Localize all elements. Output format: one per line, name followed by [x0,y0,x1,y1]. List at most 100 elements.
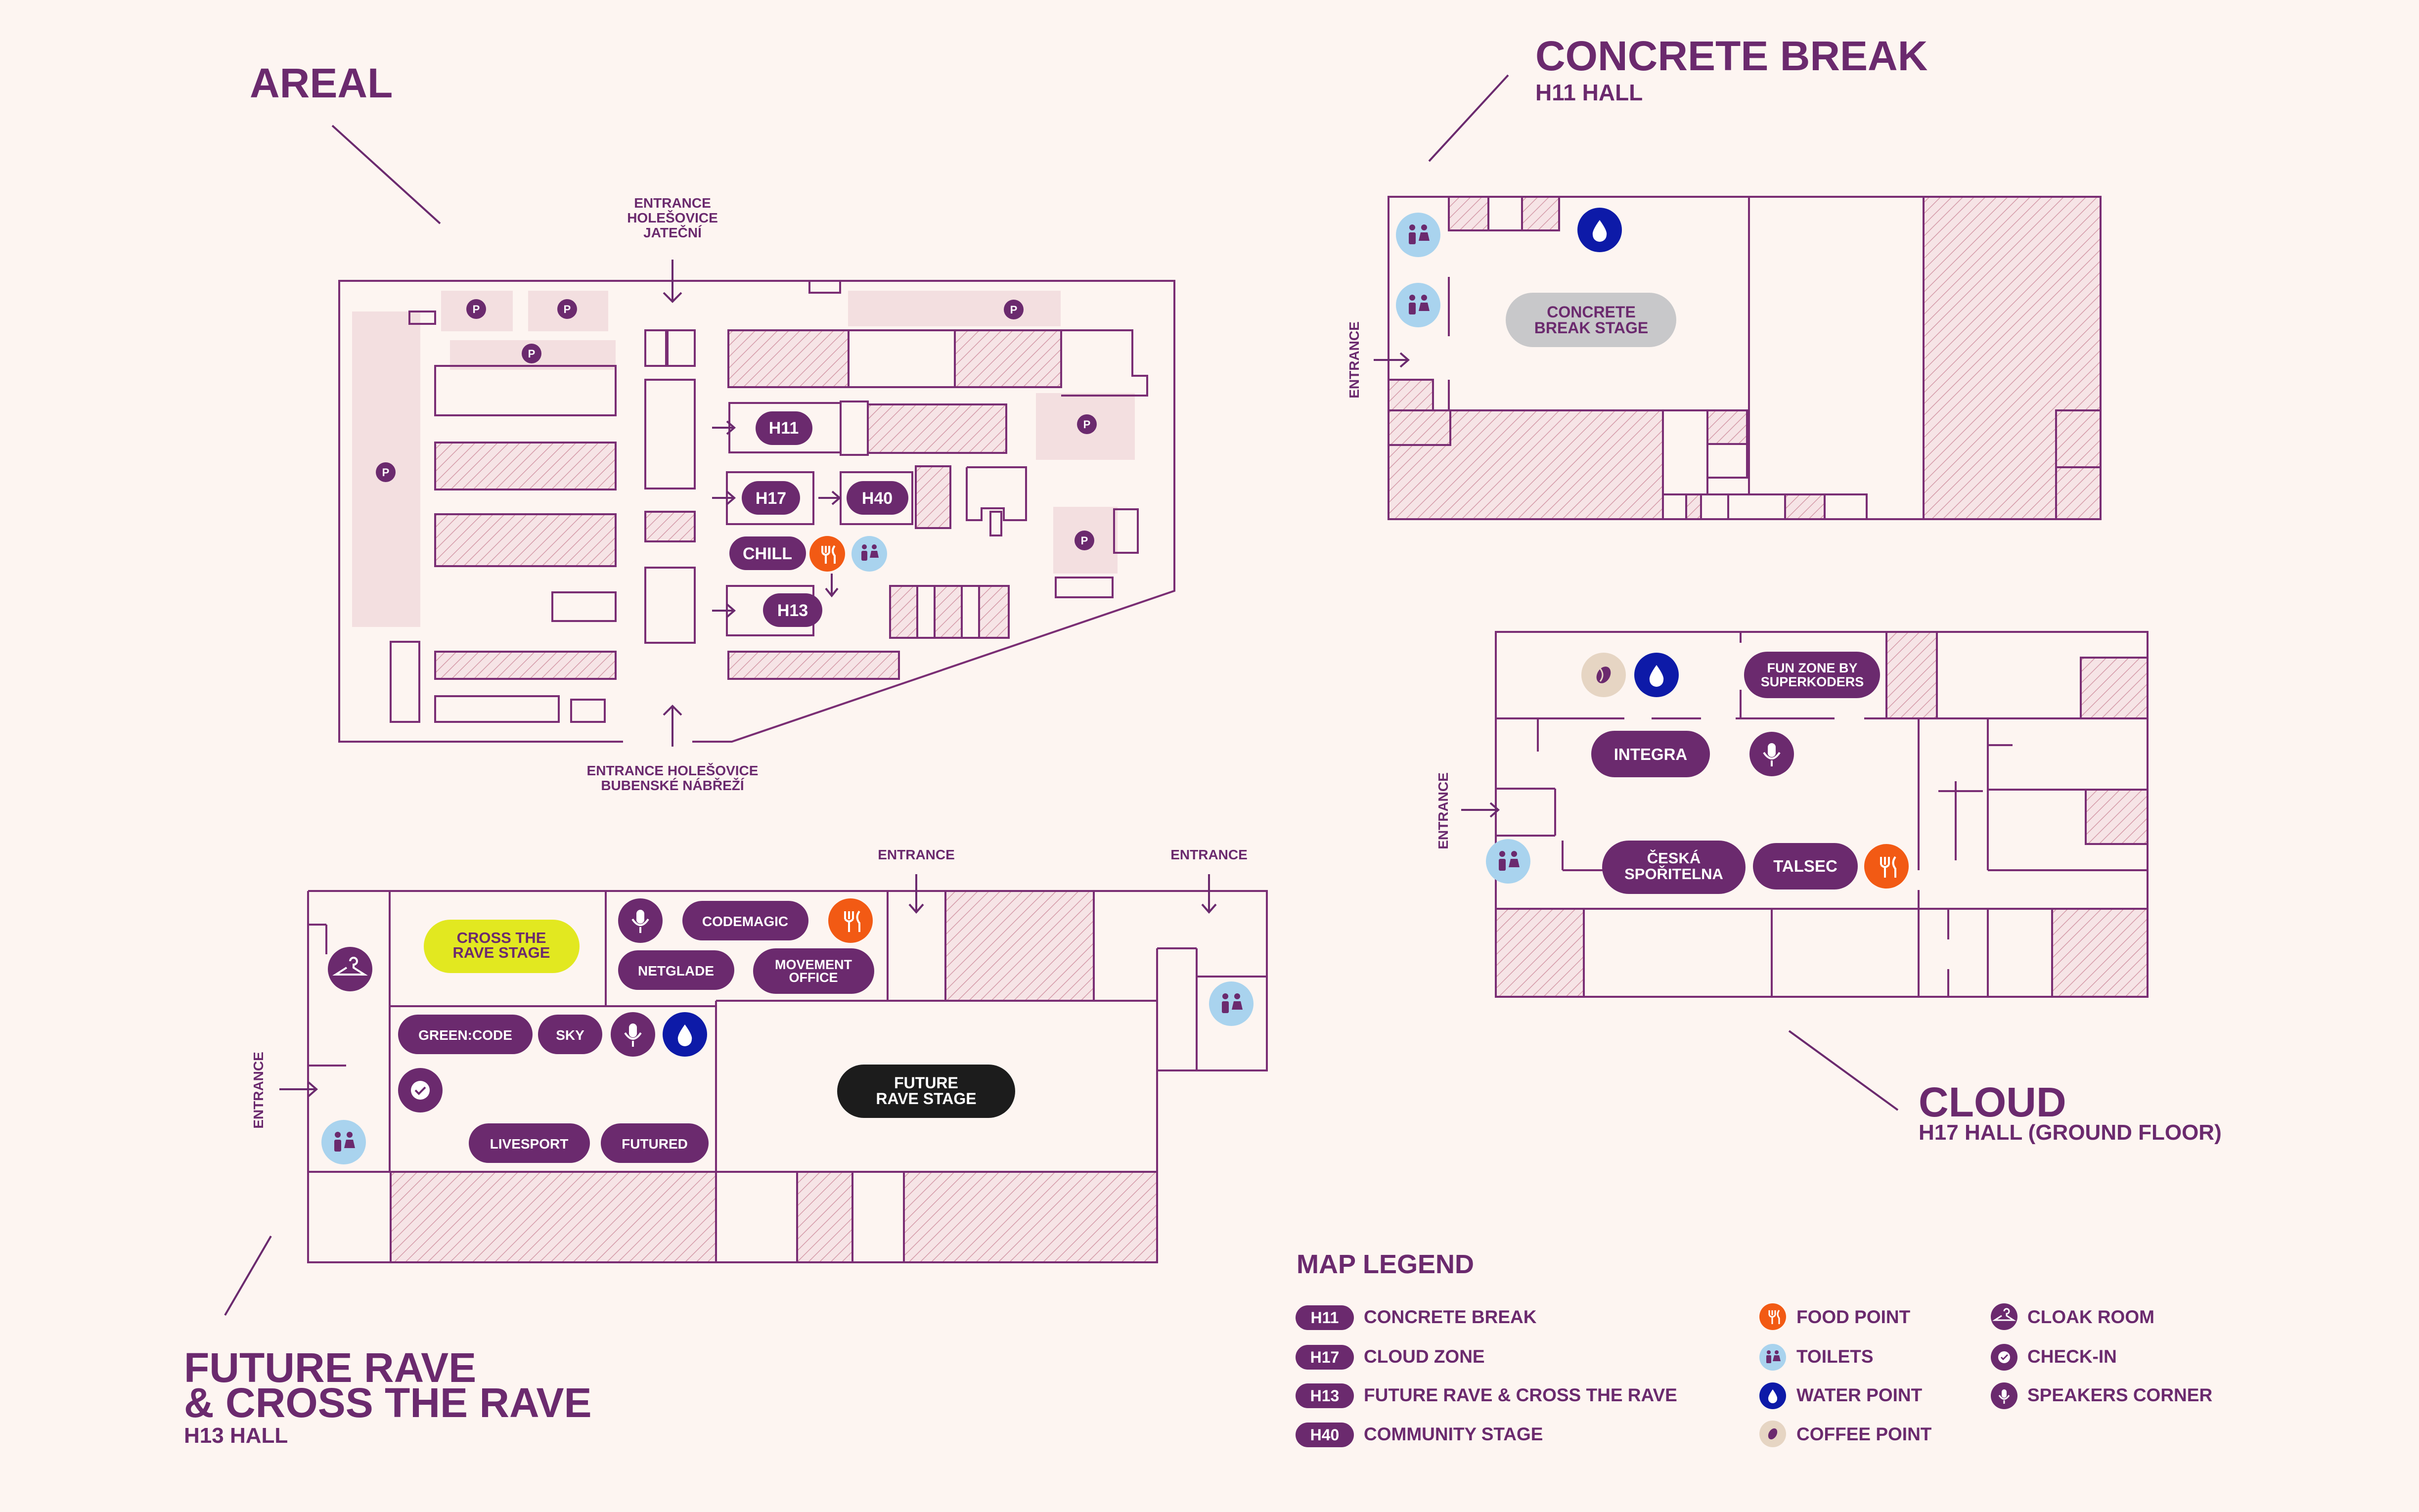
greencode-booth[interactable]: GREEN:CODE [398,1015,533,1054]
arrow-right-icon [712,603,736,618]
livesport-booth[interactable]: LIVESPORT [469,1123,590,1163]
future-rave-stage[interactable]: FUTURE RAVE STAGE [837,1065,1015,1118]
talsec-booth[interactable]: TALSEC [1753,843,1858,889]
svg-text:P: P [1081,534,1088,547]
toilets-icon [1209,981,1254,1026]
parking-marker: P [557,299,577,319]
hall-marker-h17[interactable]: H17 [742,481,800,515]
svg-text:P: P [528,348,536,360]
svg-text:LIVESPORT: LIVESPORT [490,1136,569,1152]
svg-text:NETGLADE: NETGLADE [638,963,714,978]
future-subtitle: H13 HALL [184,1423,288,1448]
future-leader-line [224,1235,272,1316]
water-icon [663,1012,707,1057]
svg-text:CLOAK ROOM: CLOAK ROOM [2027,1307,2154,1327]
svg-text:COFFEE POINT: COFFEE POINT [1796,1424,1932,1444]
arrow-up-icon [663,705,682,747]
ceska-sporitelna-booth[interactable]: ČESKÁ SPOŘITELNA [1602,841,1746,894]
entrance-label: ENTRANCE [634,195,711,211]
coffee-icon [1581,653,1626,697]
funzone-superkoders-booth[interactable]: FUN ZONE BY SUPERKODERS [1744,652,1880,698]
svg-text:H13: H13 [777,601,808,620]
svg-text:FUTURED: FUTURED [622,1136,688,1152]
parking-marker: P [1077,414,1097,434]
toilets-icon [851,536,887,572]
svg-text:P: P [382,466,390,479]
svg-text:H17: H17 [1310,1348,1340,1366]
entrance-label: HOLEŠOVICE [627,210,718,225]
food-icon [1864,844,1909,889]
svg-text:H40: H40 [862,489,893,508]
hall-marker-chill[interactable]: CHILL [729,536,806,570]
speakers-icon [1749,732,1794,776]
legend-checkin: CHECK-IN [1991,1344,2117,1371]
svg-text:FOOD POINT: FOOD POINT [1796,1307,1911,1327]
concrete-break-map: CONCRETE BREAK STAGE ENTRANCE [1346,196,2102,520]
cloud-leader-line [1788,1030,1899,1111]
svg-text:H11: H11 [1311,1309,1339,1327]
future-rave-map: CROSS THE RAVE STAGE CODEMAGIC NETGLADE … [251,847,1268,1263]
concrete-title: CONCRETE BREAK [1535,33,1927,79]
svg-text:MOVEMENT: MOVEMENT [775,957,852,972]
svg-text:COMMUNITY STAGE: COMMUNITY STAGE [1364,1424,1543,1444]
svg-text:OFFICE: OFFICE [789,970,838,985]
arrow-right-icon [279,1081,318,1097]
concrete-break-stage[interactable]: CONCRETE BREAK STAGE [1506,293,1676,347]
netglade-booth[interactable]: NETGLADE [618,950,734,990]
cross-the-rave-stage[interactable]: CROSS THE RAVE STAGE [424,920,580,973]
svg-text:CHECK-IN: CHECK-IN [2027,1346,2117,1367]
hall-marker-h40[interactable]: H40 [847,481,908,515]
svg-text:H17: H17 [756,489,786,508]
svg-text:SPOŘITELNA: SPOŘITELNA [1624,865,1723,883]
svg-text:TALSEC: TALSEC [1773,857,1837,875]
food-icon [1759,1303,1786,1330]
legend-hall-h17: H17 CLOUD ZONE [1296,1345,1485,1370]
areal-map: P P P P P P P ENTRANCE HOLEŠOVICE JATEČN… [338,195,1175,793]
arrow-down-icon [1201,874,1217,914]
arrow-right-icon [818,490,842,505]
svg-text:GREEN:CODE: GREEN:CODE [418,1027,512,1043]
coffee-icon [1759,1421,1786,1447]
movement-office-booth[interactable]: MOVEMENT OFFICE [753,948,874,994]
arrow-down-icon [663,260,682,303]
svg-text:BREAK STAGE: BREAK STAGE [1534,319,1649,337]
future-title-1: FUTURE RAVE [184,1344,476,1391]
food-icon [828,898,873,943]
parking-marker: P [522,344,541,363]
integra-booth[interactable]: INTEGRA [1591,731,1710,777]
futured-booth[interactable]: FUTURED [601,1123,709,1163]
arrow-down-icon [825,574,839,598]
hall-marker-h13[interactable]: H13 [763,593,822,627]
svg-text:CHILL: CHILL [743,544,792,563]
toilets-icon [1396,213,1440,257]
legend-hall-h40: H40 COMMUNITY STAGE [1296,1423,1543,1447]
entrance-label: ENTRANCE [1435,772,1451,849]
svg-text:H11: H11 [769,419,799,438]
entrance-label: JATEČNÍ [643,224,702,240]
areal-title: AREAL [250,60,393,106]
svg-text:RAVE STAGE: RAVE STAGE [876,1090,976,1108]
codemagic-booth[interactable]: CODEMAGIC [682,901,808,940]
svg-text:CONCRETE: CONCRETE [1547,303,1636,321]
svg-text:H13: H13 [1310,1387,1340,1405]
hall-marker-h11[interactable]: H11 [756,411,812,445]
legend-hall-h13: H13 FUTURE RAVE & CROSS THE RAVE [1296,1383,1677,1408]
entrance-label: ENTRANCE [1170,847,1248,862]
legend-water: WATER POINT [1759,1382,1923,1409]
svg-text:RAVE STAGE: RAVE STAGE [453,944,550,961]
legend-hall-h11: H11 CONCRETE BREAK [1296,1305,1537,1330]
entrance-label: ENTRANCE [878,847,955,862]
parking-area [848,291,1061,326]
toilets-icon [1486,839,1530,884]
future-title-2: & CROSS THE RAVE [184,1379,592,1426]
water-icon [1759,1382,1786,1409]
sky-booth[interactable]: SKY [538,1015,602,1054]
svg-text:SUPERKODERS: SUPERKODERS [1761,674,1864,689]
parking-marker: P [466,299,486,319]
toilets-icon [1396,283,1440,327]
entrance-label: ENTRANCE [1346,321,1362,399]
cloakroom-icon [1991,1303,2017,1330]
svg-text:CONCRETE BREAK: CONCRETE BREAK [1364,1307,1537,1327]
parking-marker: P [1004,300,1024,319]
svg-text:FUN ZONE BY: FUN ZONE BY [1767,661,1857,675]
